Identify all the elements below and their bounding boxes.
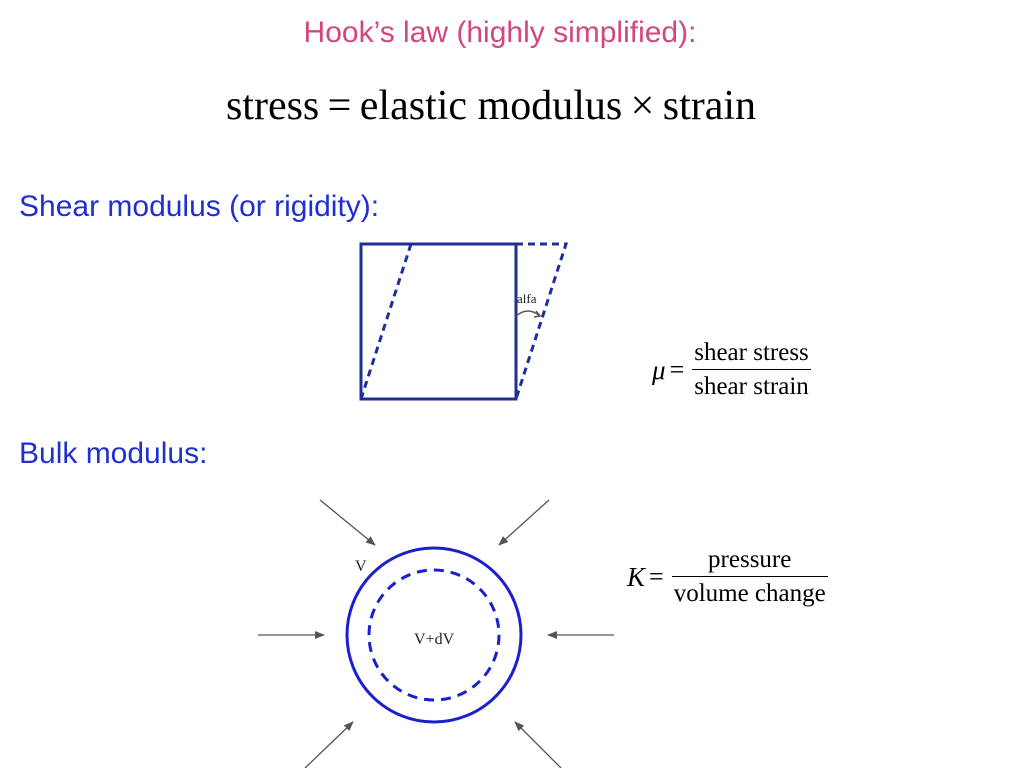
outer-volume-label: V bbox=[355, 558, 367, 575]
sheared-shape-outline bbox=[514, 242, 569, 400]
fraction: pressure volume change bbox=[671, 544, 828, 610]
slide-title: Hook’s law (highly simplified): bbox=[303, 16, 697, 49]
hookes-law-equation: stress = elastic modulus × strain bbox=[225, 83, 757, 129]
shear-modulus-formula: μ = shear stress shear strain bbox=[652, 337, 811, 403]
pressure-arrow-bottom-left bbox=[304, 721, 354, 768]
shear-modulus-heading: Shear modulus (or rigidity): bbox=[19, 190, 380, 223]
bulk-modulus-formula: K = pressure volume change bbox=[627, 544, 828, 610]
pressure-arrow-bottom-right bbox=[514, 721, 562, 768]
original-square bbox=[359, 242, 518, 401]
sheared-left-edge bbox=[359, 243, 413, 400]
numerator: shear stress bbox=[694, 339, 809, 366]
pressure-arrow-top-left bbox=[319, 499, 376, 546]
fraction: shear stress shear strain bbox=[692, 337, 811, 403]
denominator: shear strain bbox=[692, 369, 811, 403]
numerator: pressure bbox=[708, 546, 792, 573]
denominator: volume change bbox=[671, 576, 828, 610]
inner-volume-label: V+dV bbox=[414, 631, 455, 648]
angle-label: alfa bbox=[517, 291, 537, 306]
bulk-modulus-heading: Bulk modulus: bbox=[19, 437, 208, 470]
inner-volume-circle-dashed bbox=[367, 568, 501, 702]
equals-sign: = bbox=[649, 562, 664, 591]
mu-symbol: μ bbox=[652, 354, 666, 385]
angle-arrowhead-icon bbox=[533, 310, 542, 318]
k-symbol: K bbox=[627, 561, 646, 592]
outer-volume-circle bbox=[345, 546, 523, 724]
equals-sign: = bbox=[669, 355, 685, 384]
pressure-arrow-top-right bbox=[498, 499, 550, 546]
